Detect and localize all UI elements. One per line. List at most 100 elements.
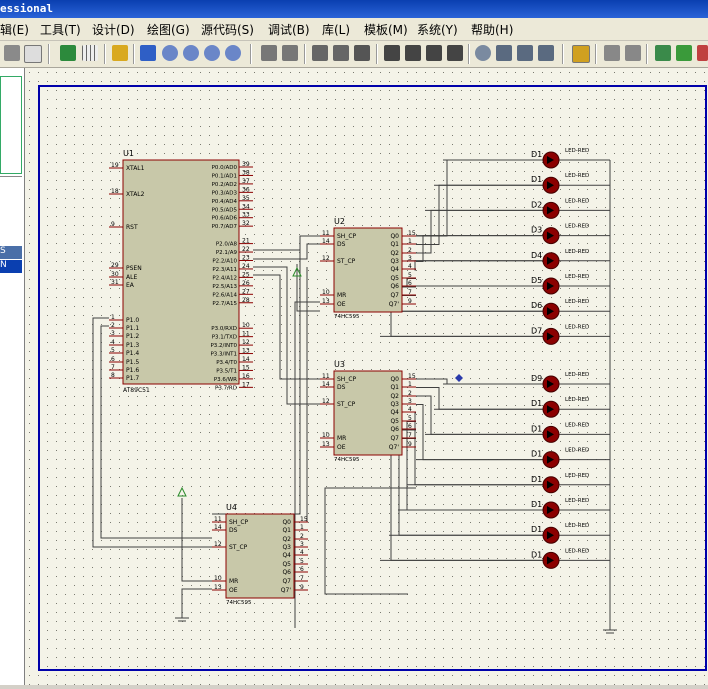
block-copy-icon[interactable]	[384, 45, 400, 61]
menu-design[interactable]: 设计(D)	[92, 23, 135, 37]
menu-debug[interactable]: 调试(B)	[268, 23, 310, 37]
make-device-icon[interactable]	[496, 45, 512, 61]
wire-autoroute-icon[interactable]	[572, 45, 590, 63]
led-triangle	[547, 206, 554, 215]
grid-icon[interactable]	[82, 45, 98, 61]
sr-pin-name: Q2	[390, 393, 399, 400]
zoom-area-icon[interactable]	[225, 45, 241, 61]
sr-pin-num: 6	[408, 423, 412, 430]
menu-system[interactable]: 系统(Y)	[417, 23, 458, 37]
decompose-icon[interactable]	[538, 45, 554, 61]
u1-pin-num: 30	[111, 271, 119, 278]
sr-body	[333, 227, 403, 313]
u1-pin-num: 13	[242, 348, 250, 355]
u1-pin-name: P3.7/RD	[215, 385, 237, 391]
property-assign-icon[interactable]	[625, 45, 641, 61]
sr-pin-name: Q7	[282, 578, 291, 585]
origin-icon[interactable]	[112, 45, 128, 61]
ctrl-wire	[253, 235, 320, 251]
u1-pin-name: RST	[126, 224, 138, 231]
block-rotate-icon[interactable]	[426, 45, 442, 61]
ctrl-wire	[294, 301, 320, 628]
sr-pin-name: Q4	[390, 409, 399, 416]
menu-tools[interactable]: 工具(T)	[40, 23, 81, 37]
u1-pin-num: 25	[242, 271, 250, 278]
u1-pin-num: 16	[242, 373, 250, 380]
ctrl-wire	[253, 243, 320, 260]
device-list-item-selected[interactable]: N	[0, 260, 22, 273]
paste-icon[interactable]	[354, 45, 370, 61]
led-ref: D3	[531, 226, 542, 235]
sr-pin-name: Q7'	[389, 444, 400, 451]
u1-pin-name: P0.3/AD3	[212, 190, 238, 196]
sr-pin-num: 12	[322, 255, 330, 262]
menu-help[interactable]: 帮助(H)	[471, 23, 514, 37]
pan-icon[interactable]	[140, 45, 156, 61]
ctrl-wire	[324, 487, 416, 595]
block-delete-icon[interactable]	[447, 45, 463, 61]
device-list[interactable]	[0, 176, 22, 677]
u1-pin-name: P0.6/AD6	[212, 216, 238, 222]
sr-pin-num: 5	[408, 272, 412, 279]
u1-pin-num: 24	[242, 263, 250, 270]
u1-pin-name: P3.0/RXD	[211, 326, 237, 332]
page-icon[interactable]	[24, 45, 42, 63]
bus-wire	[416, 378, 543, 385]
u1-pin-num: 11	[242, 331, 250, 338]
menu-edit[interactable]: 辑(E)	[0, 23, 29, 37]
pick-device-icon[interactable]	[475, 45, 491, 61]
sr-pin-num: 11	[322, 373, 330, 380]
menu-source[interactable]: 源代码(S)	[201, 23, 254, 37]
sr-pin-name: Q6	[282, 569, 291, 576]
u1-pin-name: P1.7	[126, 375, 139, 382]
design-explorer-icon[interactable]	[655, 45, 671, 61]
led-part: LED-RED	[565, 448, 589, 454]
led-ref: D1	[531, 424, 542, 433]
ctrl-wire	[92, 317, 212, 548]
print-icon[interactable]	[4, 45, 20, 61]
zoom-out-icon[interactable]	[183, 45, 199, 61]
sr-body	[333, 370, 403, 456]
sr-pin-name: DS	[337, 384, 346, 391]
u1-pin-name: P1.1	[126, 325, 139, 332]
search-icon[interactable]	[604, 45, 620, 61]
block-move-icon[interactable]	[405, 45, 421, 61]
led-part: LED-RED	[565, 274, 589, 280]
u1-pin-num: 12	[242, 339, 250, 346]
refresh-icon[interactable]	[60, 45, 76, 61]
cut-icon[interactable]	[312, 45, 328, 61]
packaging-icon[interactable]	[517, 45, 533, 61]
sr-pin-name: Q3	[390, 258, 399, 265]
menu-graph[interactable]: 绘图(G)	[147, 23, 190, 37]
remove-sheet-icon[interactable]	[697, 45, 708, 61]
menu-template[interactable]: 模板(M)	[364, 23, 408, 37]
u1-pin-name: P0.4/AD4	[212, 199, 238, 205]
led-triangle	[547, 231, 554, 240]
u1-pin-num: 22	[242, 246, 250, 253]
redo-icon[interactable]	[282, 45, 298, 61]
u1-pin-num: 17	[242, 381, 250, 388]
overview-window[interactable]	[0, 76, 22, 174]
u1-pin-name: P1.0	[126, 317, 139, 324]
u1-part: AT89C51	[123, 387, 150, 394]
menu-library[interactable]: 库(L)	[322, 23, 351, 37]
sr-pin-num: 12	[322, 398, 330, 405]
sr-pin-num: 14	[214, 524, 222, 531]
new-sheet-icon[interactable]	[676, 45, 692, 61]
zoom-in-icon[interactable]	[162, 45, 178, 61]
u1-pin-num: 31	[111, 279, 119, 286]
wires	[92, 159, 617, 634]
led-triangle	[547, 531, 554, 540]
copy-icon[interactable]	[333, 45, 349, 61]
window-title: essional	[0, 2, 53, 15]
u1-pin-num: 27	[242, 288, 250, 295]
led-triangle	[547, 332, 554, 341]
sr-pin-name: Q7'	[389, 301, 400, 308]
undo-icon[interactable]	[261, 45, 277, 61]
sr-pin-num: 2	[300, 533, 304, 540]
zoom-all-icon[interactable]	[204, 45, 220, 61]
u1-pin-num: 2	[111, 322, 115, 329]
